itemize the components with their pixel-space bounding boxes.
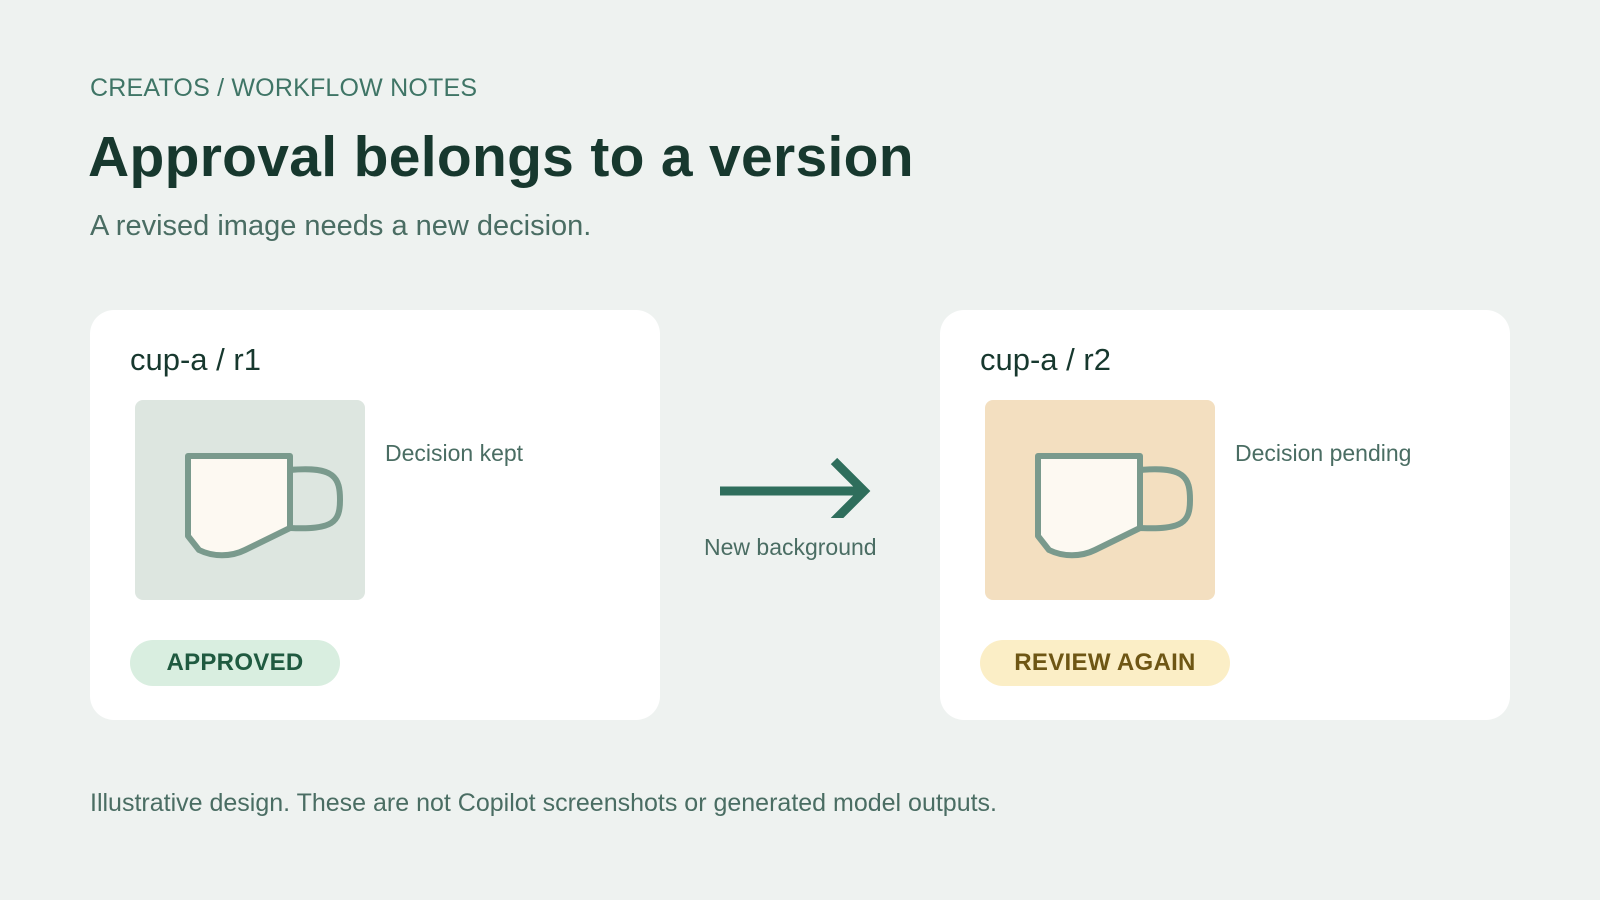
page-title: Approval belongs to a version — [88, 125, 914, 189]
transition-label: New background — [704, 534, 877, 560]
footnote: Illustrative design. These are not Copil… — [90, 789, 998, 817]
version-thumbnail — [985, 400, 1215, 600]
decision-status: Decision kept — [385, 440, 524, 466]
decision-status: Decision pending — [1235, 440, 1412, 466]
version-thumbnail — [135, 400, 365, 600]
status-badge-approved: APPROVED — [130, 640, 340, 686]
version-title: cup-a / r1 — [130, 342, 261, 377]
arrow-right-icon — [720, 457, 871, 518]
page-subtitle: A revised image needs a new decision. — [90, 210, 592, 242]
version-card-r2: cup-a / r2 Decision pending REVIEW AGAIN — [940, 310, 1510, 720]
cup-icon — [185, 453, 344, 559]
version-title: cup-a / r2 — [980, 342, 1111, 377]
cup-icon — [1035, 453, 1194, 559]
eyebrow-breadcrumb: CREATOS / WORKFLOW NOTES — [90, 74, 478, 102]
version-card-r1: cup-a / r1 Decision kept APPROVED — [90, 310, 660, 720]
status-badge-review-again: REVIEW AGAIN — [980, 640, 1230, 686]
